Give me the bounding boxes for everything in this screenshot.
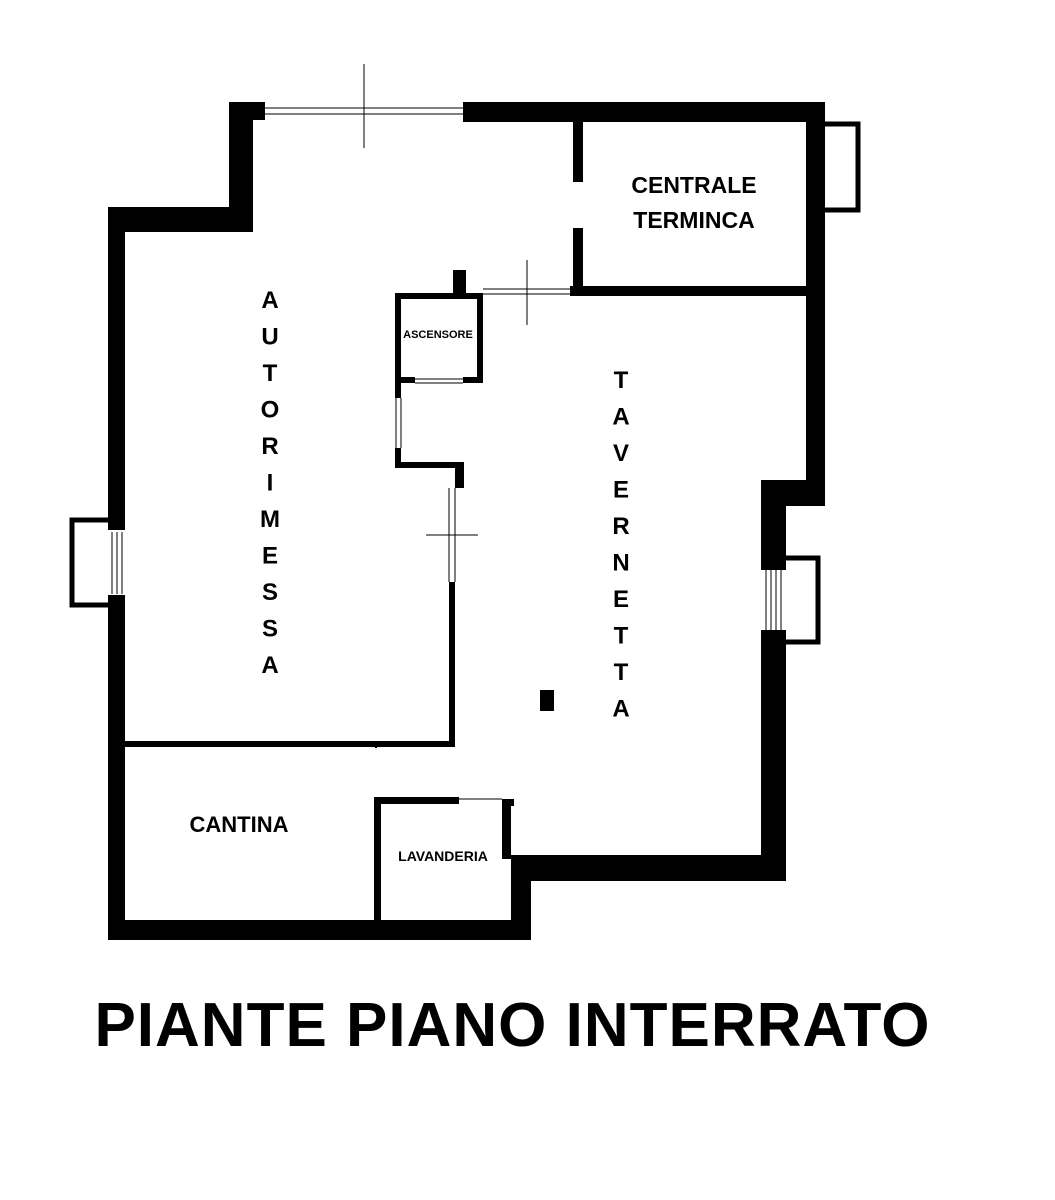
wall-jog-vertical-upper (395, 383, 401, 398)
label-centrale-line2: TERMINCA (633, 207, 754, 233)
light-well-left-window (111, 532, 123, 594)
wall-autorimessa-bottom (125, 741, 455, 747)
light-well-right-window (765, 570, 782, 630)
label-letter: R (261, 433, 278, 460)
wall-ascensore-bottom-right-post (463, 377, 477, 383)
label-letter: T (263, 360, 278, 387)
label-ascensore: ASCENSORE (403, 329, 473, 341)
label-letter: T (614, 659, 629, 686)
label-letter: V (613, 440, 629, 467)
interior-walls (125, 122, 808, 923)
column-pillar (540, 690, 554, 711)
wall-right-upper (806, 102, 825, 506)
label-letter: O (261, 397, 280, 424)
label-letter: A (261, 652, 278, 679)
wall-bottom (108, 920, 531, 940)
label-letter: M (260, 506, 280, 533)
windows-and-openings (265, 64, 570, 800)
wall-centrale-upper (573, 122, 583, 182)
light-wells (69, 121, 861, 645)
exterior-walls (108, 102, 825, 940)
light-well-left (69, 517, 108, 608)
light-well-top-right (825, 121, 861, 213)
wall-lavanderia-left (374, 797, 381, 923)
wall-notch-horizontal (108, 207, 253, 232)
wall-right-lower (761, 630, 786, 881)
wall-ascensore-right (477, 293, 483, 383)
wall-lavanderia-stub (502, 799, 511, 859)
wall-lavanderia-stub-top (502, 799, 514, 806)
label-letter: S (262, 579, 278, 606)
wall-top-right (463, 102, 825, 122)
wall-jog-vertical-lower (395, 448, 401, 468)
wall-bottom-right (511, 855, 786, 881)
label-letter: E (613, 586, 629, 613)
label-cantina: CANTINA (190, 812, 289, 837)
label-letter: S (262, 616, 278, 643)
wall-left-lower (108, 595, 125, 940)
wall-lavanderia-top (374, 797, 459, 804)
wall-jog-horizontal (395, 462, 461, 468)
wall-jog-post (455, 462, 464, 488)
label-centrale-line1: CENTRALE (631, 172, 756, 198)
label-letter: I (267, 470, 274, 497)
wall-ascensore-bottom-left-post (401, 377, 415, 383)
label-letter: E (262, 543, 278, 570)
plan-title: PIANTE PIANO INTERRATO (94, 991, 931, 1060)
wall-left-upper (108, 207, 125, 530)
label-lavanderia: LAVANDERIA (398, 848, 488, 864)
label-letter: T (614, 367, 629, 394)
label-letter: A (612, 696, 629, 723)
label-letter: A (612, 404, 629, 431)
wall-centrale-lower (573, 228, 583, 296)
label-letter: E (613, 477, 629, 504)
label-letter: A (261, 287, 278, 314)
label-letter: R (612, 513, 629, 540)
wall-ascensore-left (395, 293, 401, 383)
label-letter: T (614, 623, 629, 650)
light-well-right (786, 555, 821, 645)
label-letter: N (612, 550, 629, 577)
wall-centrale-bottom (570, 286, 808, 296)
light-well-top-right-window (806, 137, 825, 199)
wall-ascensore-top (395, 293, 483, 299)
wall-autorimessa-right (449, 582, 455, 747)
label-letter: U (261, 324, 278, 351)
wall-ascensore-post (453, 270, 466, 296)
